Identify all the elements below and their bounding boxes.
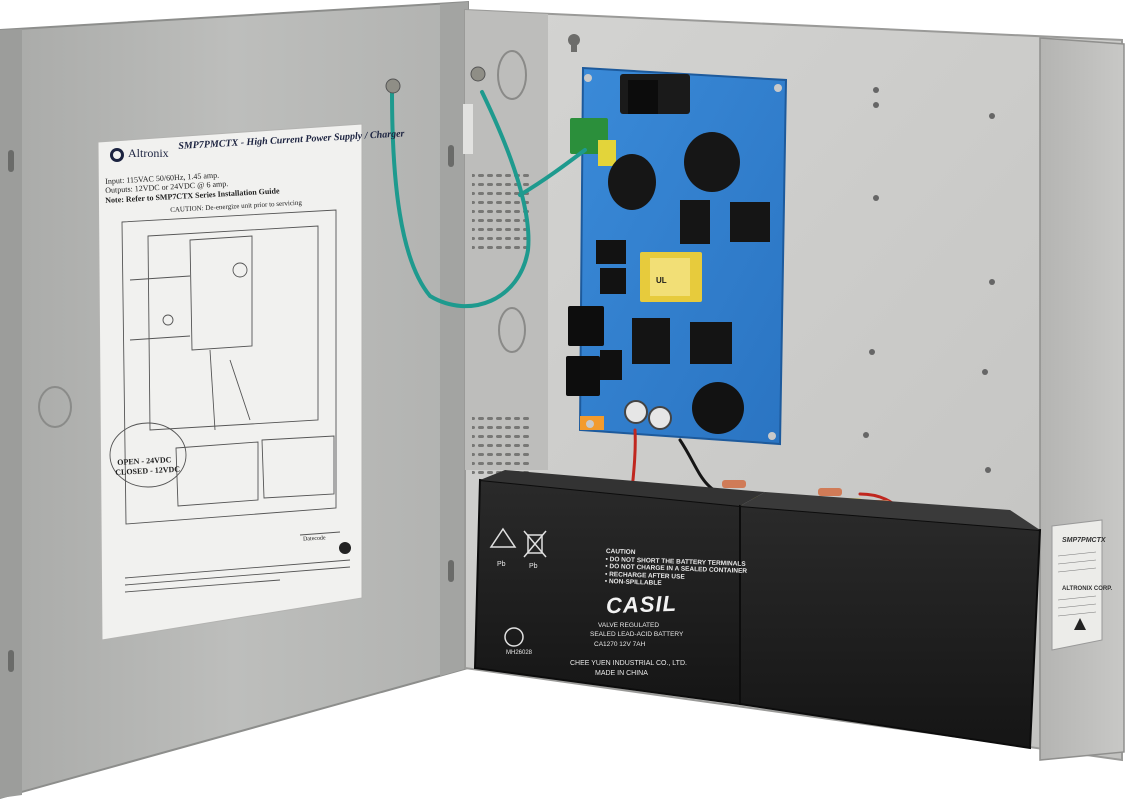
- side-label-brand: ALTRONIX CORP.: [1062, 586, 1113, 592]
- no-trash-icon: [523, 530, 547, 558]
- ground-screws: [385, 66, 486, 154]
- battery-maker: CHEE YUEN INDUSTRIAL CO., LTD.: [570, 660, 687, 667]
- door-label-sheet: [97, 123, 363, 641]
- side-label-model: SMP7PMCTX: [1062, 537, 1106, 544]
- battery-made-in: MADE IN CHINA: [595, 670, 648, 677]
- enclosure-side: [1039, 37, 1125, 761]
- battery-type-line-2: SEALED LEAD-ACID BATTERY: [590, 631, 684, 638]
- ul-icon: [504, 627, 524, 647]
- battery-caution: CAUTION • DO NOT SHORT THE BATTERY TERMI…: [605, 548, 748, 590]
- date-code-label: Datecode: [302, 535, 326, 543]
- door-label-brand: Altronix: [128, 146, 169, 160]
- battery-type-line-1: VALVE REGULATED: [598, 622, 660, 629]
- side-label: [1051, 519, 1103, 651]
- battery-rear: [739, 492, 1042, 750]
- battery-code: MH26028: [506, 650, 533, 656]
- battery-pb-left: Pb: [497, 561, 506, 568]
- battery-brand: CASIL: [605, 590, 678, 619]
- power-supply-board: [566, 66, 788, 446]
- battery-model-line: CA1270 12V 7AH: [594, 641, 646, 648]
- recycle-icon: [489, 527, 517, 548]
- battery-pb-right: Pb: [529, 563, 538, 570]
- ground-wires: [390, 90, 587, 309]
- pcb-ul-mark: UL: [656, 276, 667, 285]
